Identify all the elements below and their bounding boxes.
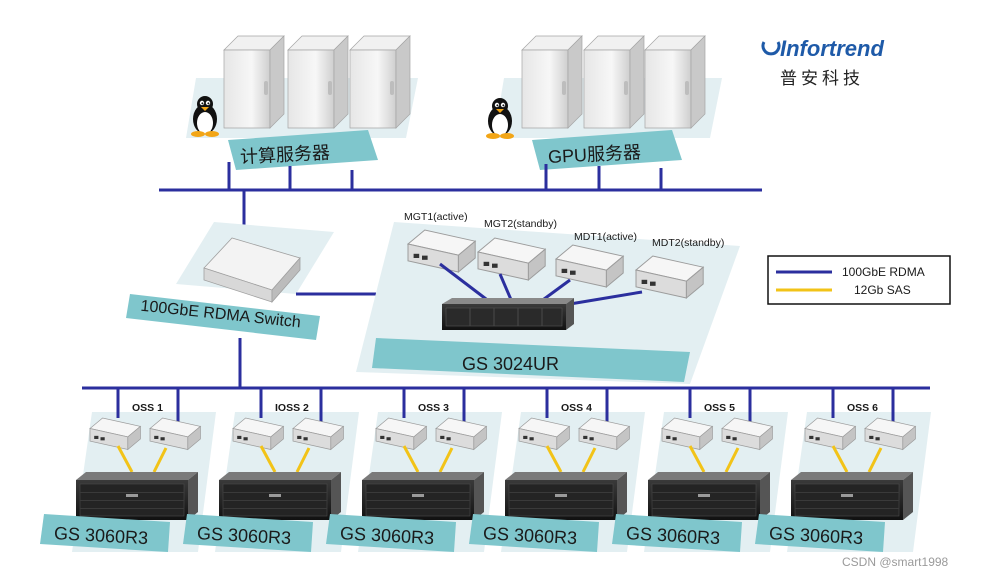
gpu-server-icon [521,35,583,129]
gs3060r3-rack-icon [790,471,914,521]
oss-storage-label-box [612,514,742,552]
oss-sas-link [259,445,277,473]
brand-logo: Infortrend 普安科技 [761,36,884,89]
gs3024ur-rack-icon [442,298,574,330]
oss-groups: GS 3060R3 OSS 1 GS 3060R3 IOSS 2 GS 3060R3 OS… [40,388,931,552]
oss-sas-link [581,447,597,473]
oss-sas-link [438,447,454,473]
oss-group: GS 3060R3 OSS 4 [469,388,645,552]
legend-sas-label: 12Gb SAS [854,283,911,297]
rdma-switch: 100GbE RDMA Switch [126,222,334,340]
oss-name-label: OSS 1 [132,402,163,414]
oss-name-label: OSS 3 [418,402,449,414]
oss-sas-link [402,445,420,473]
oss-storage-label: GS 3060R3 [54,523,149,548]
metadata-node-label: MDT1(active) [574,231,637,243]
oss-sas-link [724,447,740,473]
oss-sas-link [688,445,706,473]
oss-sas-link [831,445,849,473]
legend-box [767,255,951,305]
switch-label-box [126,294,320,340]
gpu-cluster-label-box [532,130,682,170]
oss-group: GS 3060R3 OSS 5 [612,388,788,552]
oss-sas-link [116,445,134,473]
brand-name: Infortrend [780,36,884,61]
oss-storage-label: GS 3060R3 [340,523,435,548]
gpu-server-icon [583,35,645,129]
compute-cluster-label: 计算服务器 [240,142,331,168]
oss-group: GS 3060R3 OSS 3 [326,388,502,552]
oss-storage-label-box [183,514,313,552]
oss-storage-label-box [326,514,456,552]
brand-subtitle: 普安科技 [780,69,864,89]
gpu-cluster-label: GPU服务器 [548,142,642,167]
oss-sas-link [152,447,168,473]
metadata-node-label: MGT1(active) [404,211,468,223]
metadata-node-label: MDT2(standby) [652,237,724,249]
metadata-node-label: MGT2(standby) [484,218,557,230]
oss-name-label: OSS 5 [704,402,735,414]
legend-rdma-label: 100GbE RDMA [842,265,925,279]
compute-server-icon [349,35,411,129]
oss-name-label: IOSS 2 [275,402,309,414]
oss-sas-link [867,447,883,473]
oss-storage-label: GS 3060R3 [769,523,864,548]
oss-group: GS 3060R3 OSS 6 [755,388,931,552]
infortrend-logo-icon [761,41,781,56]
oss-storage-label: GS 3060R3 [626,523,721,548]
compute-cluster-label-box [228,130,378,170]
oss-group: GS 3060R3 IOSS 2 [183,388,359,552]
oss-storage-label: GS 3060R3 [483,523,578,548]
oss-name-label: OSS 6 [847,402,878,414]
oss-sas-link [295,447,311,473]
gs3060r3-rack-icon [75,471,199,521]
metadata-platform: GS 3024UR MGT1(active) MGT2(standby) MDT… [356,211,740,384]
gpu-server-icon [644,35,706,129]
compute-server-icon [223,35,285,129]
oss-storage-label-box [755,514,885,552]
legend: 100GbE RDMA 12Gb SAS [767,255,951,305]
oss-storage-label-box [40,514,170,552]
gs3060r3-rack-icon [218,471,342,521]
oss-storage-label-box [469,514,599,552]
gs3060r3-rack-icon [504,471,628,521]
top-rdma-bus [159,162,762,226]
compute-server-cluster: 计算服务器 [186,35,418,170]
gs3060r3-rack-icon [361,471,485,521]
metadata-platform-label: GS 3024UR [462,354,559,374]
compute-server-icon [287,35,349,129]
metadata-platform-label-box [372,338,690,382]
gpu-server-cluster: GPU服务器 [486,35,722,170]
lower-rdma-bus [82,338,930,390]
watermark: CSDN @smart1998 [842,555,949,569]
oss-name-label: OSS 4 [561,402,592,414]
oss-group: GS 3060R3 OSS 1 [40,388,216,552]
oss-storage-label: GS 3060R3 [197,523,292,548]
oss-sas-link [545,445,563,473]
gs3060r3-rack-icon [647,471,771,521]
